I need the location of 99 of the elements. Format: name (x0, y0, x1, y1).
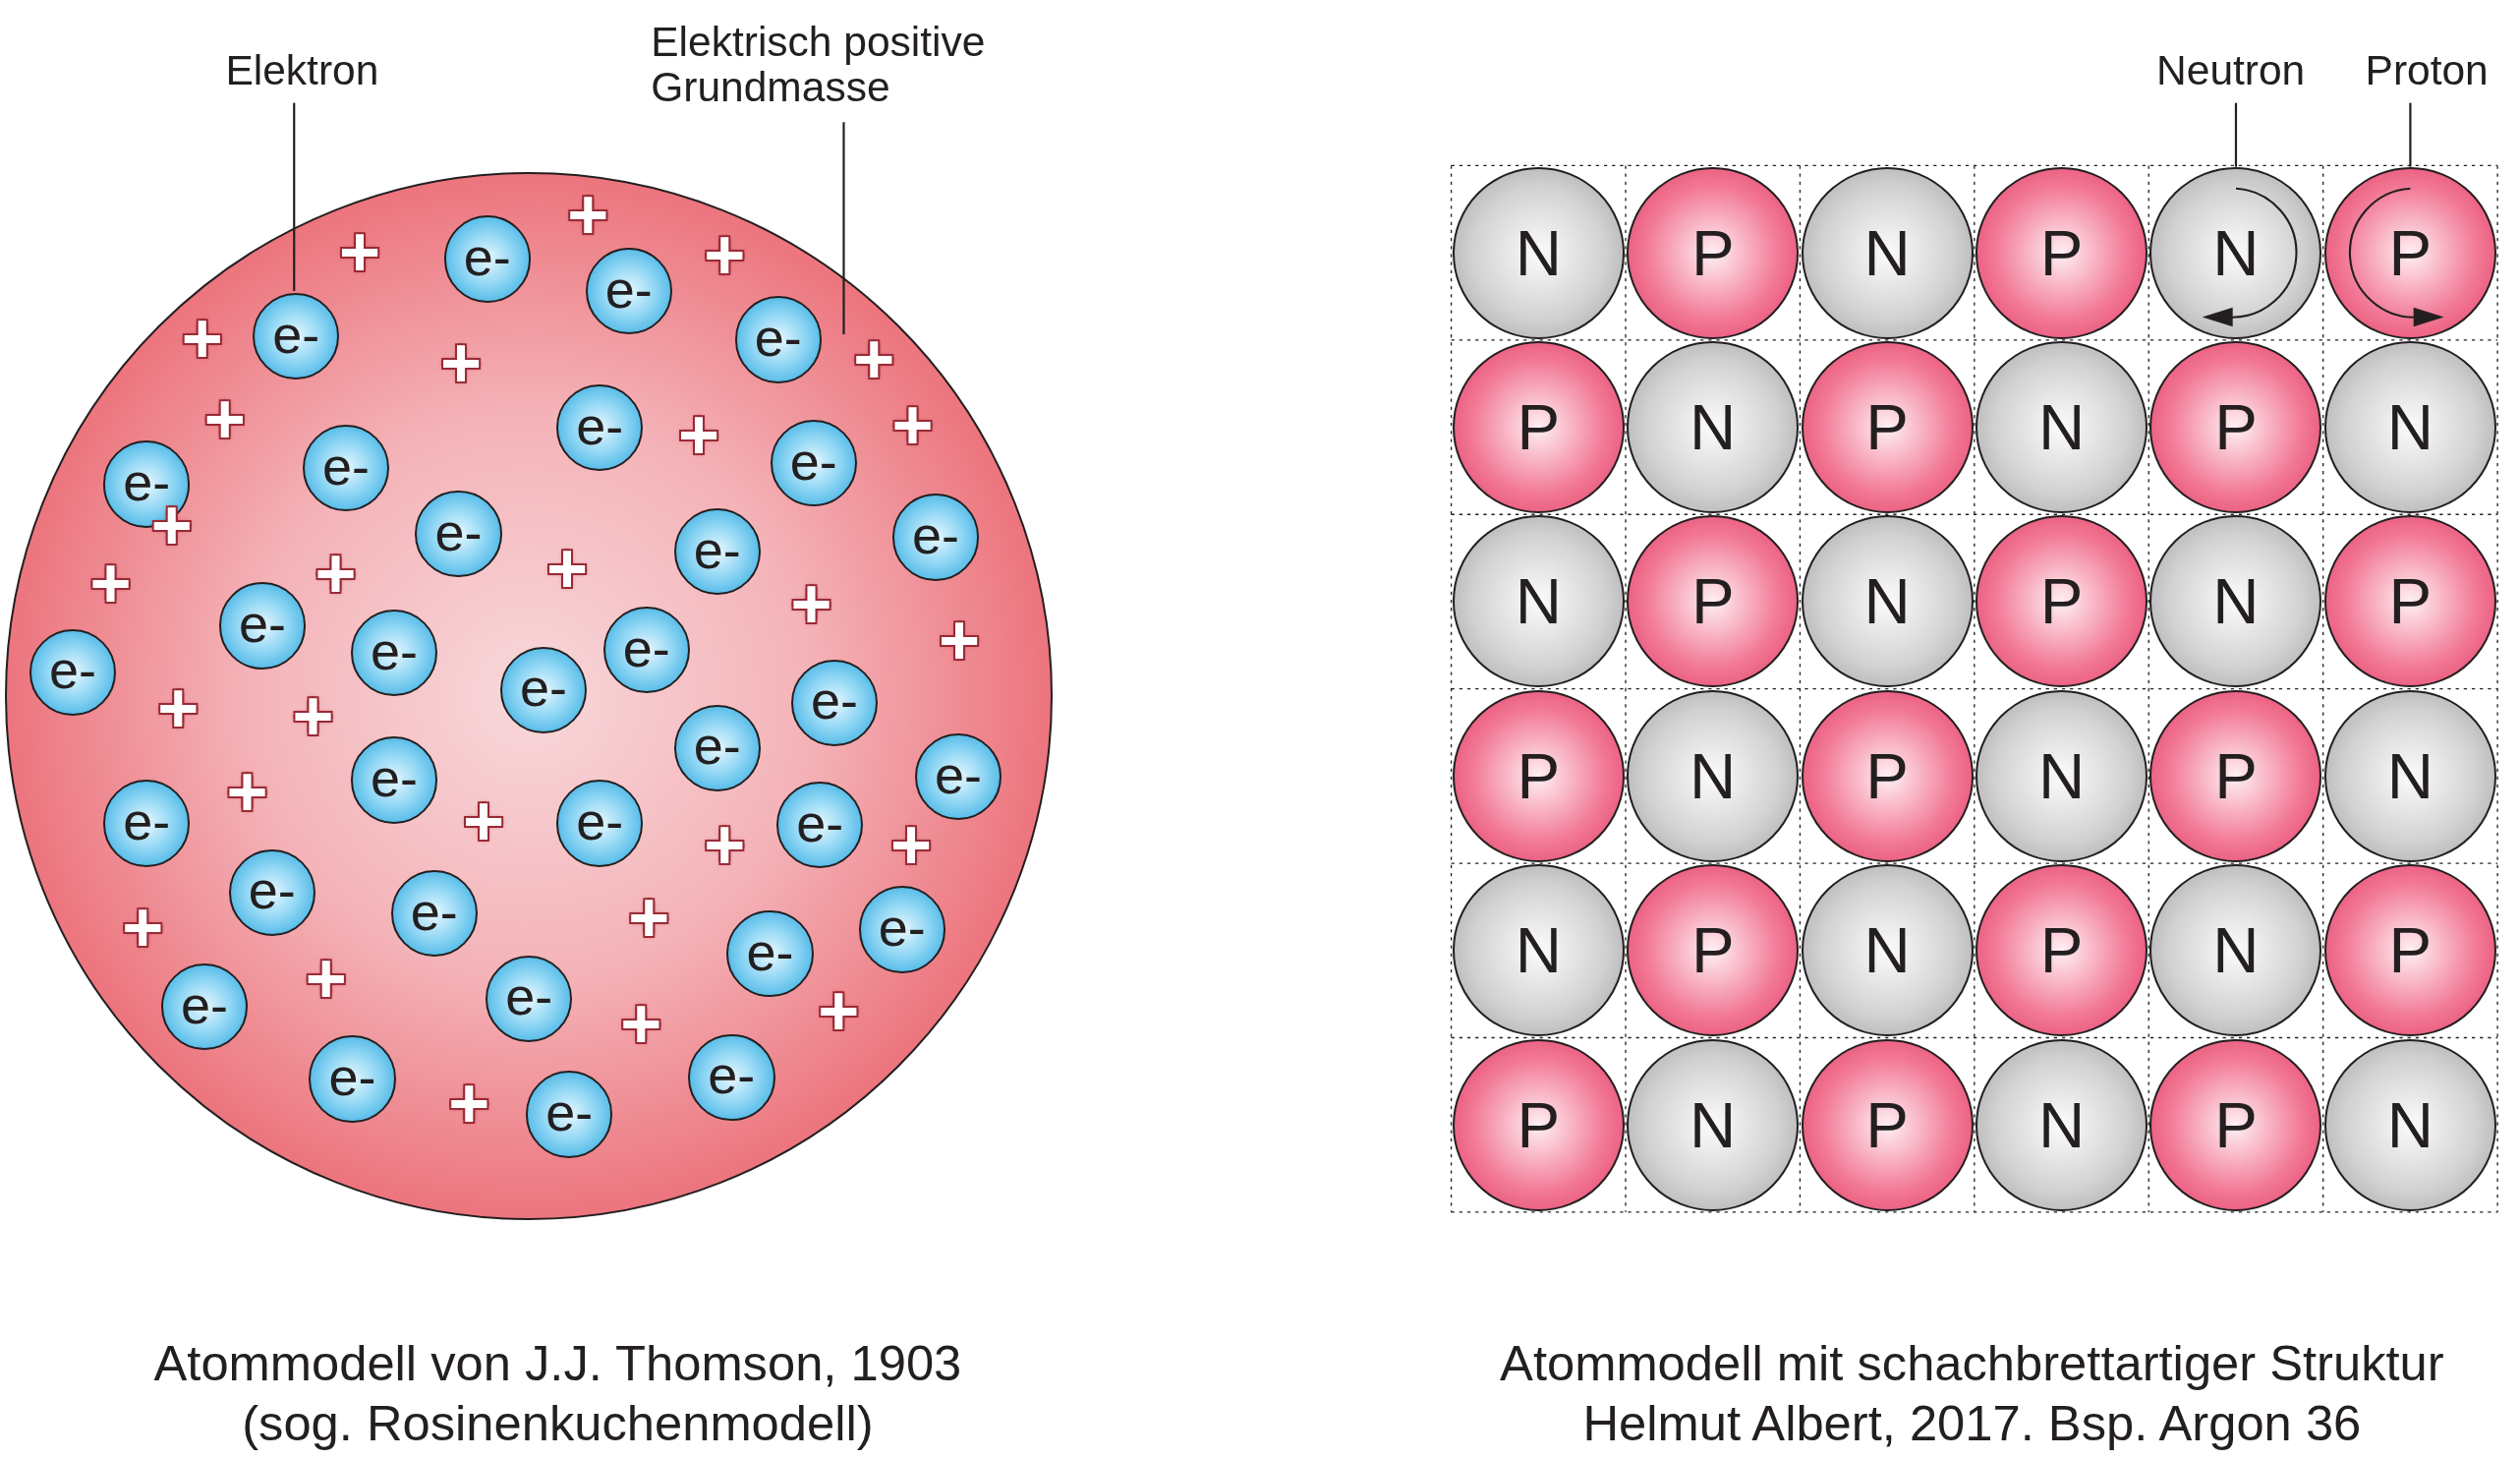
proton-circle: P (1976, 864, 2148, 1037)
electron-circle: e- (556, 780, 644, 867)
electron-circle: e- (350, 736, 438, 824)
plus-sign: + (462, 786, 504, 857)
part-label: Elektrisch positive Grundmasse (651, 19, 1069, 112)
neutron-circle: N (1452, 166, 1625, 339)
plus-sign: + (678, 400, 720, 472)
electron-circle: e- (309, 1035, 396, 1123)
proton-circle: P (1976, 166, 2148, 339)
neutron-circle: N (1627, 689, 1800, 862)
neutron-circle: N (1976, 689, 2148, 862)
plus-sign: + (545, 533, 588, 605)
neutron-circle: N (1801, 515, 1974, 688)
proton-circle: P (2149, 689, 2322, 862)
caption: Atommodell von J.J. Thomson, 1903 (sog. Rosinenkuchenmodell) (152, 1334, 963, 1454)
neutron-circle: N (2149, 166, 2322, 339)
electron-circle: e- (415, 491, 502, 578)
electron-circle: e- (160, 963, 249, 1051)
part-label: Proton (2338, 48, 2516, 94)
leader-line (2234, 102, 2238, 167)
proton-circle: P (2323, 166, 2496, 339)
proton-circle: P (1976, 515, 2148, 688)
electron-circle: e- (790, 659, 879, 747)
electron-circle: e- (228, 848, 315, 937)
plus-sign: + (89, 548, 132, 619)
plus-sign: + (448, 1069, 490, 1140)
proton-circle: P (1627, 515, 1800, 688)
proton-circle: P (2149, 341, 2322, 513)
electron-circle: e- (770, 420, 857, 507)
plus-sign: + (704, 220, 746, 291)
plus-sign: + (440, 327, 483, 399)
electron-circle: e- (499, 646, 588, 733)
plus-sign: + (818, 975, 860, 1047)
plus-sign: + (157, 673, 200, 745)
plus-sign: + (339, 216, 381, 288)
electron-circle: e- (29, 628, 117, 716)
neutron-circle: N (1627, 341, 1800, 513)
leader-line (2409, 102, 2412, 167)
neutron-circle: N (1452, 515, 1625, 688)
electron-circle: e- (891, 494, 980, 581)
electron-circle: e- (253, 292, 340, 380)
leader-line (842, 122, 845, 335)
proton-circle: P (1801, 689, 1974, 862)
electron-circle: e- (218, 582, 307, 670)
proton-circle: P (1452, 689, 1625, 862)
electron-circle: e- (526, 1071, 613, 1158)
plus-sign: + (122, 892, 164, 963)
plus-sign: + (226, 757, 268, 829)
electron-circle: e- (602, 606, 690, 694)
electron-circle: e- (726, 909, 814, 998)
neutron-circle: N (1801, 864, 1974, 1037)
electron-circle: e- (776, 782, 864, 869)
electron-circle: e- (673, 508, 761, 596)
proton-circle: P (1627, 166, 1800, 339)
electron-circle: e- (103, 780, 191, 867)
plus-sign: + (203, 383, 246, 455)
electron-circle: e- (734, 296, 822, 383)
proton-circle: P (2149, 1038, 2322, 1211)
neutron-circle: N (2149, 515, 2322, 688)
neutron-circle: N (2323, 341, 2496, 513)
proton-circle: P (1801, 341, 1974, 513)
proton-circle: P (1452, 341, 1625, 513)
plus-sign: + (628, 882, 670, 954)
plus-sign: + (305, 943, 347, 1015)
electron-circle: e- (914, 733, 1002, 821)
neutron-circle: N (2323, 1038, 2496, 1211)
proton-circle: P (1452, 1038, 1625, 1211)
plus-sign: + (315, 538, 357, 610)
neutron-circle: N (2323, 689, 2496, 862)
plus-sign: + (704, 810, 746, 882)
neutron-circle: N (1627, 1038, 1800, 1211)
electron-circle: e- (390, 870, 478, 958)
proton-circle: P (1627, 864, 1800, 1037)
proton-circle: P (2323, 864, 2496, 1037)
electron-circle: e- (486, 955, 573, 1042)
electron-circle: e- (858, 886, 945, 973)
plus-sign: + (620, 988, 662, 1060)
leader-line (293, 102, 296, 291)
electron-circle: e- (443, 215, 531, 303)
plus-sign: + (938, 606, 980, 677)
neutron-circle: N (1976, 1038, 2148, 1211)
part-label: Neutron (2126, 48, 2335, 94)
electron-circle: e- (688, 1033, 775, 1122)
electron-circle: e- (585, 248, 672, 335)
neutron-circle: N (2149, 864, 2322, 1037)
neutron-circle: N (1976, 341, 2148, 513)
neutron-circle: N (1452, 864, 1625, 1037)
electron-circle: e- (673, 704, 761, 791)
caption: Atommodell mit schachbrettartiger Struktur Helmut Albert, 2017. Bsp. Argon 36 (1499, 1334, 2445, 1454)
electron-circle: e- (302, 425, 390, 512)
part-label: Elektron (181, 48, 424, 94)
proton-circle: P (2323, 515, 2496, 688)
plus-sign: + (790, 568, 832, 640)
neutron-circle: N (1801, 166, 1974, 339)
electron-circle: e- (350, 610, 438, 697)
plus-sign: + (292, 681, 334, 753)
electron-circle: e- (556, 384, 644, 472)
plus-sign: + (181, 304, 223, 375)
proton-circle: P (1801, 1038, 1974, 1211)
